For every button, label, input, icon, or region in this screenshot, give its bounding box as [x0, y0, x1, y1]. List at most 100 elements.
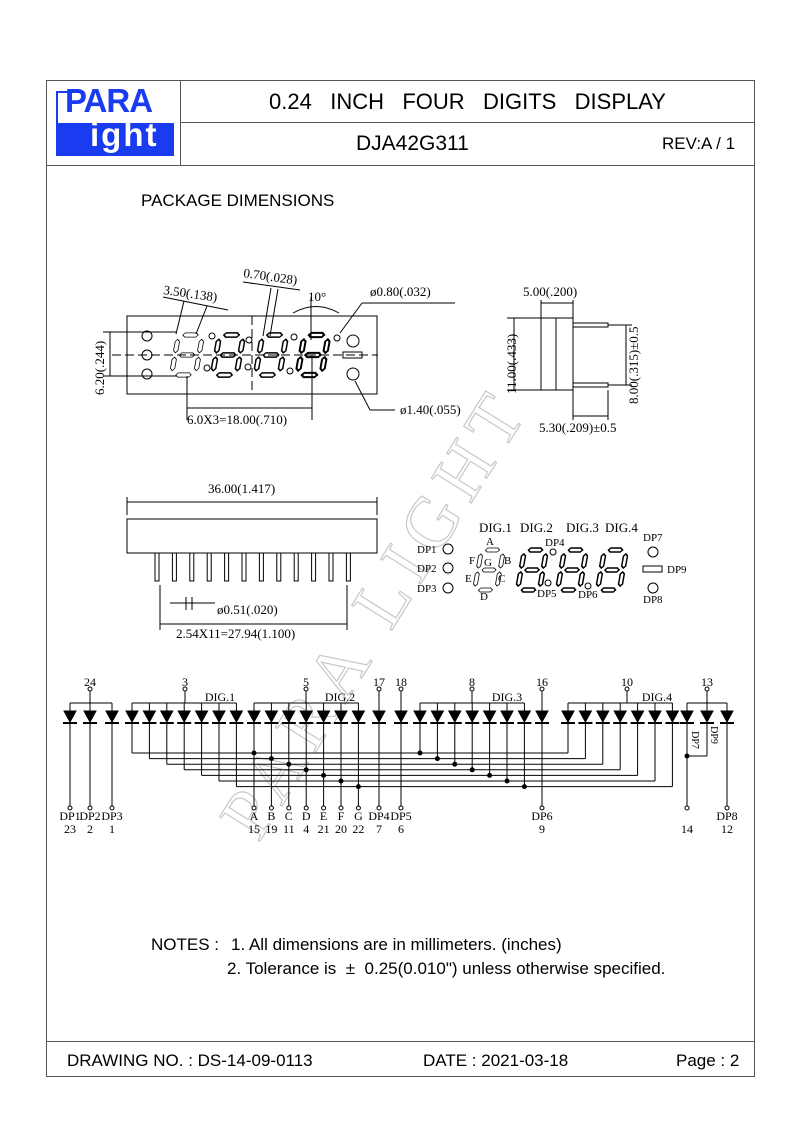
svg-text:DIG.4: DIG.4: [605, 520, 638, 535]
junction-dot: [469, 767, 475, 773]
schematic-label: D: [302, 809, 311, 823]
diode-icon: [648, 710, 662, 724]
dim-segment: 0.70(.028): [243, 265, 299, 287]
diode-icon: [680, 710, 694, 724]
schematic-label: 6: [398, 822, 404, 836]
junction-dot: [434, 756, 440, 762]
seven-segment-digit: [210, 332, 246, 378]
seven-segment-digit: [295, 331, 331, 379]
dim-pin-span: 8.00(.315)±0.5: [626, 326, 641, 404]
schematic-label: DIG.3: [492, 690, 522, 704]
schematic-label: 10: [621, 675, 633, 689]
schematic-label: 13: [701, 675, 713, 689]
pin-terminal: [338, 805, 344, 811]
dim-dp-hole: ø0.80(.032): [370, 284, 431, 299]
diode-icon: [159, 710, 174, 724]
diode-icon: [177, 710, 192, 724]
svg-text:DIG.3: DIG.3: [566, 520, 599, 535]
logo-bottom: ight: [90, 116, 159, 153]
dim-angle: 10°: [308, 289, 326, 304]
dim-digit-width: 3.50(.138): [163, 282, 219, 304]
dim-height: 6.20(.244): [92, 341, 107, 395]
diode-icon: [447, 710, 462, 724]
pin: [276, 552, 282, 582]
svg-text:A: A: [486, 536, 494, 548]
diode-icon: [413, 710, 427, 724]
schematic-label: DIG.1: [205, 690, 235, 704]
logo-top: PARA: [65, 82, 153, 119]
pin-terminal: [539, 805, 545, 811]
schematic-label: 20: [335, 822, 347, 836]
seven-segment-digit: [473, 547, 505, 593]
pin: [258, 552, 264, 582]
schematic-label: 11: [283, 822, 295, 836]
note-2: 2. Tolerance is ± 0.25(0.010") unless ot…: [227, 959, 666, 978]
pin-terminal: [398, 805, 404, 811]
schematic-label: DP2: [79, 809, 100, 823]
schematic-label: 23: [64, 822, 76, 836]
diode-icon: [394, 710, 408, 724]
junction-dot: [504, 778, 510, 784]
pin-terminal: [67, 805, 73, 811]
diode-icon: [578, 710, 593, 724]
pin-terminal: [303, 805, 309, 811]
dim-led-hole: ø1.40(.055): [400, 402, 461, 417]
schematic-label: DP1: [59, 809, 80, 823]
pin-terminal: [398, 686, 404, 692]
page-number: Page : 2: [676, 1051, 740, 1070]
schematic-label: 12: [721, 822, 733, 836]
dim-depth: 5.00(.200): [523, 284, 577, 299]
svg-text:DIG.2: DIG.2: [520, 520, 553, 535]
svg-text:DP9: DP9: [667, 564, 687, 576]
junction-dot: [684, 753, 690, 759]
pin-terminal: [251, 805, 257, 811]
diode-icon: [194, 710, 209, 724]
schematic-label: 16: [536, 675, 548, 689]
schematic-label: 14: [681, 822, 693, 836]
pin-terminal: [704, 686, 710, 692]
svg-text:DP7: DP7: [643, 532, 663, 544]
pin: [224, 552, 230, 582]
pin-terminal: [376, 805, 382, 811]
schematic-label: 24: [84, 675, 96, 689]
svg-text:E: E: [465, 573, 472, 585]
seven-segment-digit: [595, 547, 629, 593]
pin: [189, 552, 195, 582]
diode-icon: [595, 710, 610, 724]
drawing-number: DRAWING NO. : DS-14-09-0113: [67, 1051, 313, 1070]
divider: [180, 122, 755, 123]
pin-terminal: [303, 686, 309, 692]
seven-segment-digit: [555, 547, 589, 593]
divider: [46, 1041, 755, 1042]
page-frame: [46, 80, 755, 1077]
circuit-schematic: [63, 686, 734, 811]
pin: [293, 552, 299, 582]
diode-icon: [105, 710, 119, 724]
schematic-label: DP9: [708, 726, 719, 744]
pin-terminal: [182, 686, 188, 692]
schematic-label: DIG.4: [642, 690, 672, 704]
segment-map: [442, 543, 663, 594]
diode-icon: [63, 710, 77, 724]
schematic-label: G: [354, 809, 363, 823]
notes-label: NOTES :: [151, 935, 220, 954]
svg-text:DP8: DP8: [643, 594, 663, 606]
schematic-label: E: [320, 809, 327, 823]
schematic-label: 7: [376, 822, 382, 836]
side-view: [507, 300, 632, 420]
schematic-label: B: [267, 809, 275, 823]
diode-icon: [500, 710, 514, 724]
diode-icon: [613, 710, 628, 724]
schematic-label: 9: [539, 822, 545, 836]
diode-icon: [561, 710, 575, 724]
svg-text:G: G: [484, 557, 492, 569]
svg-text:DP2: DP2: [417, 563, 437, 575]
schematic-label: 18: [395, 675, 407, 689]
diode-icon: [482, 710, 497, 724]
pin-terminal: [109, 805, 115, 811]
pin: [241, 552, 247, 582]
pin-terminal: [268, 805, 274, 811]
schematic-label: 19: [265, 822, 277, 836]
svg-text:DP1: DP1: [417, 544, 437, 556]
